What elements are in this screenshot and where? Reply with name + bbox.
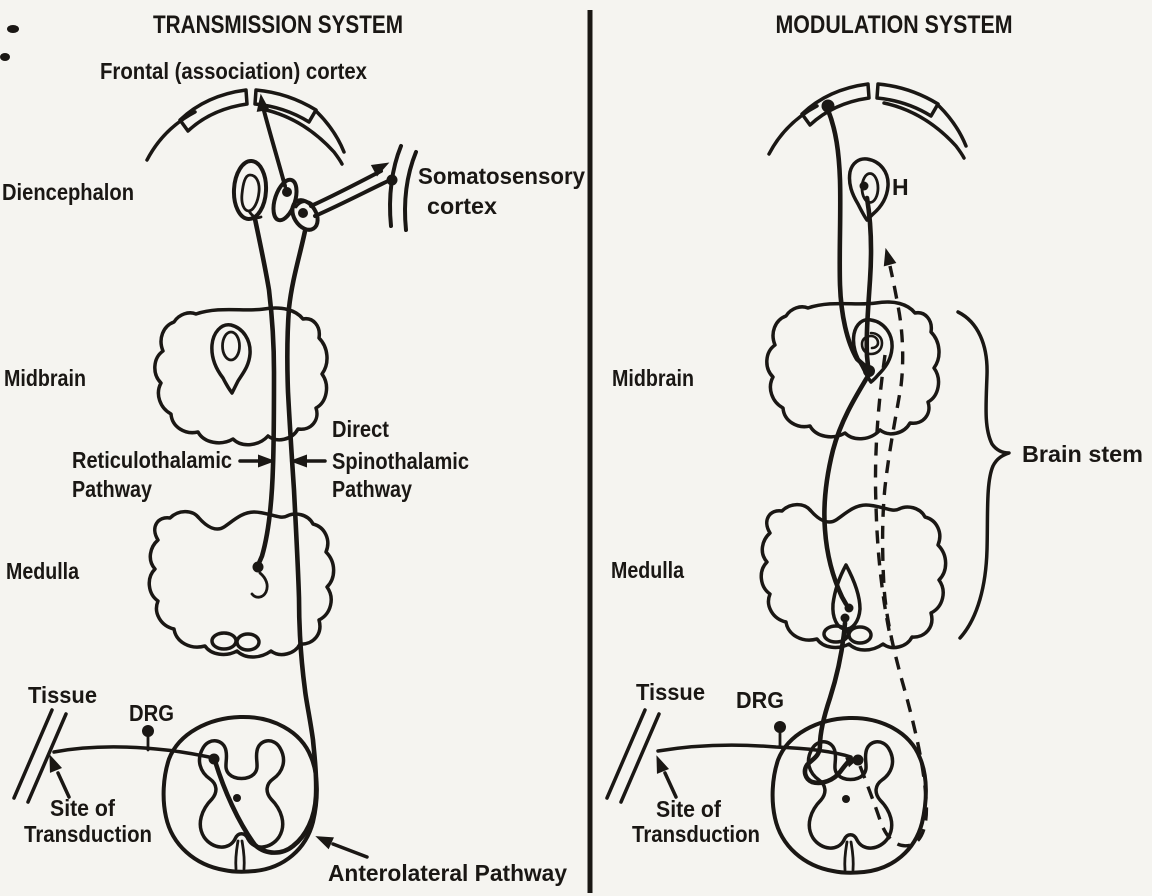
label-diencephalon: Diencephalon xyxy=(2,179,134,205)
modulation-panel: MODULATION SYSTEM H Midbrain Brain stem … xyxy=(605,11,1143,875)
hypothalamus-descending-fiber xyxy=(864,195,874,369)
label-brain-stem: Brain stem xyxy=(1022,441,1143,467)
arrowhead-ascending-dashed xyxy=(879,246,897,267)
label-direct-spinothalamic-3: Pathway xyxy=(332,476,412,502)
label-site-of-transduction-right-2: Transduction xyxy=(632,821,760,847)
label-tissue-left: Tissue xyxy=(28,682,97,708)
thalamus-inner-loop xyxy=(240,173,263,220)
label-site-of-transduction-left-2: Transduction xyxy=(24,821,152,847)
midbrain-section-right xyxy=(765,300,941,441)
synapse-dot-dorsal-horn-right xyxy=(852,754,864,766)
label-reticulothalamic-pathway: Reticulothalamic xyxy=(72,447,232,473)
label-reticulothalamic-pathway-2: Pathway xyxy=(72,476,152,502)
site-of-transduction-arrow-line-right xyxy=(663,771,678,799)
nucleus-inner-arc xyxy=(294,200,314,209)
right-panel-title: MODULATION SYSTEM xyxy=(776,11,1013,39)
second-dashed-pathway xyxy=(873,354,893,641)
thalamus-large-oval xyxy=(231,159,269,221)
synapse-dot-raphe-1 xyxy=(844,603,854,613)
label-frontal-cortex: Frontal (association) cortex xyxy=(100,58,367,84)
synapse-dot-lateral-nucleus xyxy=(298,208,308,218)
cerebral-cortex-right xyxy=(767,82,968,160)
label-tissue-right: Tissue xyxy=(636,679,705,705)
scan-artifact xyxy=(7,25,19,33)
label-somatosensory-cortex-2: cortex xyxy=(427,193,497,219)
label-direct-spinothalamic: Direct xyxy=(332,416,389,442)
aqueduct-teardrop xyxy=(210,323,252,395)
spinal-cord-section-left xyxy=(161,714,319,874)
cortical-neuron-dot xyxy=(821,99,835,113)
left-panel-title: TRANSMISSION SYSTEM xyxy=(153,11,403,39)
synapse-dot-medial-nucleus xyxy=(282,187,292,197)
tissue-hatch-marks xyxy=(12,708,68,804)
arrowhead-site-of-transduction-right xyxy=(650,752,670,774)
thalamocortical-fiber-frontal xyxy=(261,105,287,188)
pag-spiral-glyph xyxy=(860,331,884,356)
reticulothalamic-fiber xyxy=(252,216,277,566)
hypothalamus-neuron-dot xyxy=(859,181,869,191)
synapse-dot-dorsal-horn xyxy=(208,753,220,765)
site-of-transduction-arrow-line xyxy=(56,771,71,799)
somatosensory-cortex-curves xyxy=(388,144,418,232)
arrowhead-anterolateral xyxy=(312,830,334,850)
spinothalamic-fiber xyxy=(212,228,319,855)
label-somatosensory-cortex: Somatosensory xyxy=(418,163,585,189)
synapse-dot-pag xyxy=(863,365,875,377)
hypothalamus-teardrop xyxy=(847,157,890,222)
synapse-dot-medulla xyxy=(252,561,264,573)
pag-to-medulla-fiber xyxy=(822,373,871,607)
label-site-of-transduction-left: Site of xyxy=(50,795,115,821)
label-drg-right: DRG xyxy=(736,687,784,713)
label-direct-spinothalamic-2: Spinothalamic xyxy=(332,448,469,474)
scan-artifact xyxy=(0,53,10,61)
label-hypothalamus-h: H xyxy=(892,174,909,200)
label-drg-left: DRG xyxy=(129,700,174,726)
thalamic-nucleus-lateral xyxy=(290,198,320,232)
transmission-panel: TRANSMISSION SYSTEM Frontal (association… xyxy=(2,11,585,886)
spinal-cord-section-right xyxy=(770,715,928,875)
drg-cell-body-dot-right xyxy=(774,721,786,733)
corticofugal-fiber xyxy=(825,107,869,370)
primary-afferent-fiber xyxy=(52,745,211,759)
anterolateral-arrow-line xyxy=(331,842,369,859)
brain-stem-brace xyxy=(956,310,1011,640)
primary-afferent-fiber-right xyxy=(656,743,853,759)
aqueduct-inner-oval xyxy=(221,330,241,362)
label-midbrain-right: Midbrain xyxy=(612,365,694,391)
medulla-section-left xyxy=(147,509,336,659)
label-medulla-right: Medulla xyxy=(611,557,684,583)
medulla-synapse-hook xyxy=(250,571,269,599)
cerebral-cortex-left xyxy=(145,88,346,166)
medulla-to-dorsal-horn-fiber xyxy=(802,620,852,786)
tissue-hatch-marks-right xyxy=(605,708,661,804)
pag-teardrop xyxy=(851,317,894,384)
thalamocortical-fiber-somatosensory xyxy=(309,169,390,218)
drg-cell-body-dot xyxy=(142,725,154,737)
label-midbrain-left: Midbrain xyxy=(4,365,86,391)
synapse-dot-raphe-2 xyxy=(840,613,850,623)
label-site-of-transduction-right: Site of xyxy=(656,796,721,822)
label-medulla-left: Medulla xyxy=(6,558,79,584)
label-anterolateral-pathway: Anterolateral Pathway xyxy=(328,860,567,886)
